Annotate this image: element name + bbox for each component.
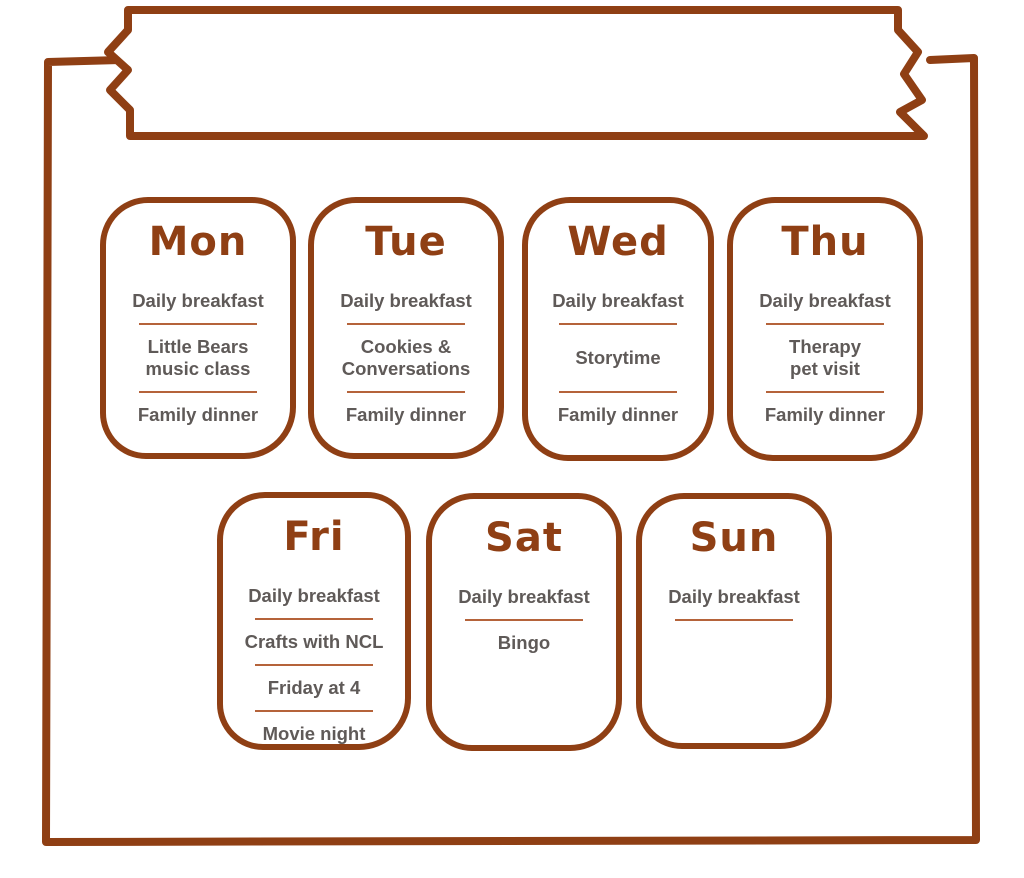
- activity-item: Daily breakfast: [552, 290, 684, 311]
- divider: [347, 323, 465, 325]
- divider: [255, 710, 373, 712]
- activity-item: Daily breakfast: [759, 290, 891, 311]
- activity-item: Daily breakfast: [248, 585, 380, 606]
- divider: [255, 664, 373, 666]
- divider: [559, 323, 677, 325]
- divider: [139, 323, 257, 325]
- activity-item: Daily breakfast: [340, 290, 472, 311]
- activity-item: Crafts with NCL: [244, 631, 384, 652]
- activity-item: Storytime: [575, 347, 661, 368]
- divider: [347, 391, 465, 393]
- divider: [766, 391, 884, 393]
- activity-item: Daily breakfast: [458, 586, 590, 607]
- activity-item: Family dinner: [345, 404, 467, 425]
- activity-item: Family dinner: [764, 404, 886, 425]
- divider: [675, 619, 793, 621]
- day-title: Wed: [567, 219, 669, 265]
- divider: [559, 391, 677, 393]
- activity-item: Daily breakfast: [132, 290, 264, 311]
- activity-item: Little Bears music class: [145, 336, 251, 379]
- activity-list: Daily breakfast: [642, 586, 826, 632]
- day-title: Tue: [365, 219, 447, 265]
- board-border: [42, 54, 980, 846]
- activity-item: Movie night: [262, 723, 366, 744]
- day-title: Fri: [283, 514, 345, 560]
- activity-item: Family dinner: [137, 404, 259, 425]
- divider: [766, 323, 884, 325]
- day-title: Sun: [689, 515, 779, 561]
- day-title: Mon: [148, 219, 248, 265]
- divider: [139, 391, 257, 393]
- title-banner: [104, 6, 928, 140]
- activity-item: Bingo: [497, 632, 551, 653]
- activity-item: Friday at 4: [267, 677, 361, 698]
- activity-item: Daily breakfast: [668, 586, 800, 607]
- divider: [465, 619, 583, 621]
- day-title: Thu: [781, 219, 869, 265]
- divider: [255, 618, 373, 620]
- activity-item: Cookies & Conversations: [341, 336, 471, 379]
- activity-item: Family dinner: [557, 404, 679, 425]
- activity-item: Therapy pet visit: [789, 336, 861, 379]
- day-title: Sat: [485, 515, 563, 561]
